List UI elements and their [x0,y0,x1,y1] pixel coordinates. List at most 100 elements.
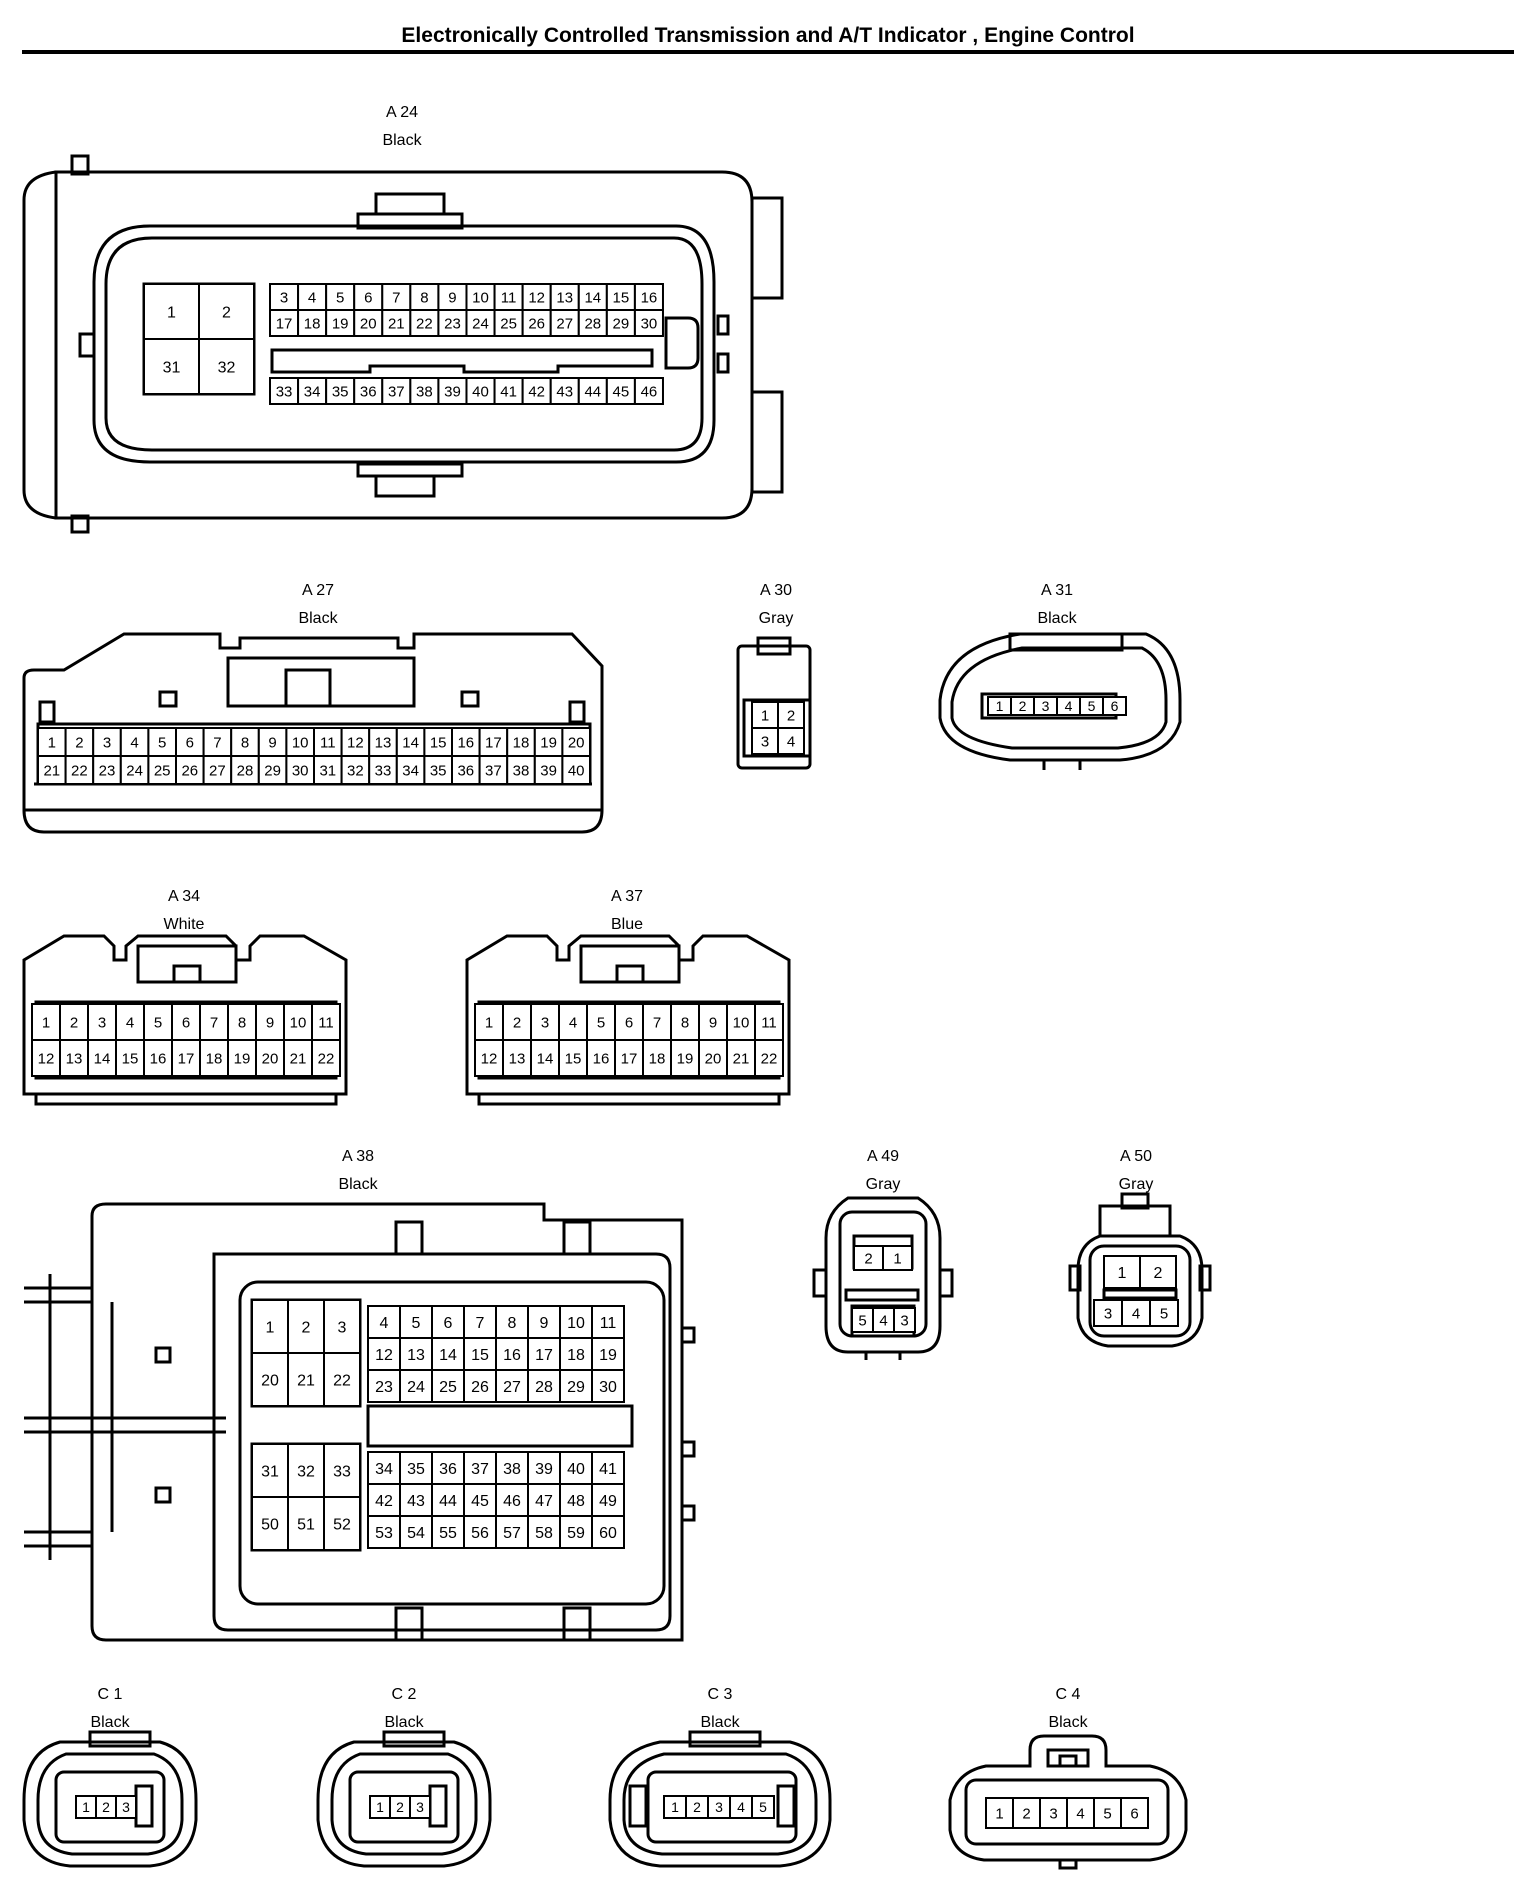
pin-7: 7 [642,1003,672,1041]
svg-text:48: 48 [567,1493,585,1510]
pin-5: 5 [751,1795,775,1819]
pin-2: 2 [95,1795,117,1819]
pin-39: 39 [527,1451,561,1485]
svg-text:26: 26 [528,315,545,332]
pin-11: 11 [591,1305,625,1339]
svg-text:16: 16 [150,1050,167,1067]
svg-text:11: 11 [318,1014,334,1031]
svg-text:29: 29 [264,762,281,779]
svg-text:21: 21 [388,315,405,332]
svg-text:6: 6 [1130,1805,1138,1822]
pin-19: 19 [325,309,356,337]
svg-text:10: 10 [733,1014,750,1031]
svg-text:15: 15 [122,1050,139,1067]
svg-text:55: 55 [439,1525,457,1542]
pin-10: 10 [285,727,315,757]
svg-text:22: 22 [761,1050,778,1067]
svg-text:19: 19 [332,315,349,332]
pin-1: 1 [882,1245,913,1271]
pin-5: 5 [586,1003,616,1041]
svg-text:4: 4 [380,1315,389,1332]
svg-text:35: 35 [407,1461,425,1478]
pin-1: 1 [663,1795,687,1819]
svg-text:45: 45 [471,1493,489,1510]
pin-25: 25 [431,1369,465,1403]
connector-id-a50: A 50 [1119,1148,1153,1165]
pin-37: 37 [463,1451,497,1485]
svg-text:4: 4 [1076,1805,1084,1822]
pin-55: 55 [431,1515,465,1549]
svg-text:46: 46 [641,383,658,400]
svg-text:6: 6 [364,289,372,306]
svg-text:60: 60 [599,1525,617,1542]
connector-id-a37: A 37 [610,888,644,905]
connector-a49-housing [812,1196,954,1360]
svg-text:20: 20 [360,315,377,332]
pin-1: 1 [369,1795,391,1819]
svg-text:7: 7 [476,1315,485,1332]
pin-2: 2 [198,283,255,340]
connector-a24-housing [22,154,784,534]
svg-text:6: 6 [1111,698,1119,714]
pin-45: 45 [463,1483,497,1517]
pin-11: 11 [493,283,524,311]
connector-color-a30: Gray [758,610,794,627]
svg-text:26: 26 [471,1379,489,1396]
pin-41: 41 [493,377,524,405]
connector-color-c3: Black [700,1714,740,1731]
svg-text:12: 12 [38,1050,55,1067]
pin-39: 39 [437,377,468,405]
pin-3: 3 [115,1795,137,1819]
pin-21: 21 [726,1039,756,1077]
svg-text:49: 49 [599,1493,617,1510]
svg-text:7: 7 [392,289,400,306]
svg-text:12: 12 [528,289,545,306]
pin-28: 28 [577,309,608,337]
svg-text:4: 4 [879,1312,887,1329]
svg-text:7: 7 [213,734,221,751]
svg-text:39: 39 [444,383,461,400]
svg-text:20: 20 [705,1050,722,1067]
pin-27: 27 [495,1369,529,1403]
svg-text:5: 5 [597,1014,605,1031]
svg-text:31: 31 [163,359,181,376]
pin-48: 48 [559,1483,593,1517]
pin-26: 26 [463,1369,497,1403]
svg-text:21: 21 [290,1050,307,1067]
svg-text:23: 23 [375,1379,393,1396]
pin-2: 2 [1010,696,1035,716]
pin-21: 21 [37,755,67,785]
pin-23: 23 [367,1369,401,1403]
pin-20: 20 [255,1039,285,1077]
pin-38: 38 [495,1451,529,1485]
svg-text:35: 35 [430,762,447,779]
pin-30: 30 [285,755,315,785]
connector-c2-housing [316,1730,492,1868]
svg-text:37: 37 [388,383,405,400]
svg-text:21: 21 [733,1050,750,1067]
pin-54: 54 [399,1515,433,1549]
svg-text:3: 3 [715,1799,723,1815]
svg-text:15: 15 [430,734,447,751]
pin-20: 20 [251,1352,289,1407]
svg-text:4: 4 [126,1014,134,1031]
pin-21: 21 [287,1352,325,1407]
svg-text:5: 5 [759,1799,767,1815]
svg-text:2: 2 [396,1799,404,1815]
pin-57: 57 [495,1515,529,1549]
pin-3: 3 [323,1299,361,1354]
svg-text:19: 19 [677,1050,694,1067]
pin-40: 40 [465,377,496,405]
connector-a50-housing [1068,1192,1212,1348]
svg-text:53: 53 [375,1525,393,1542]
svg-text:15: 15 [613,289,630,306]
pin-18: 18 [297,309,328,337]
svg-text:3: 3 [280,289,288,306]
svg-text:8: 8 [420,289,428,306]
connector-id-a31: A 31 [1040,582,1074,599]
svg-text:17: 17 [276,315,293,332]
svg-text:43: 43 [556,383,573,400]
pin-49: 49 [591,1483,625,1517]
pin-8: 8 [670,1003,700,1041]
svg-text:18: 18 [513,734,530,751]
